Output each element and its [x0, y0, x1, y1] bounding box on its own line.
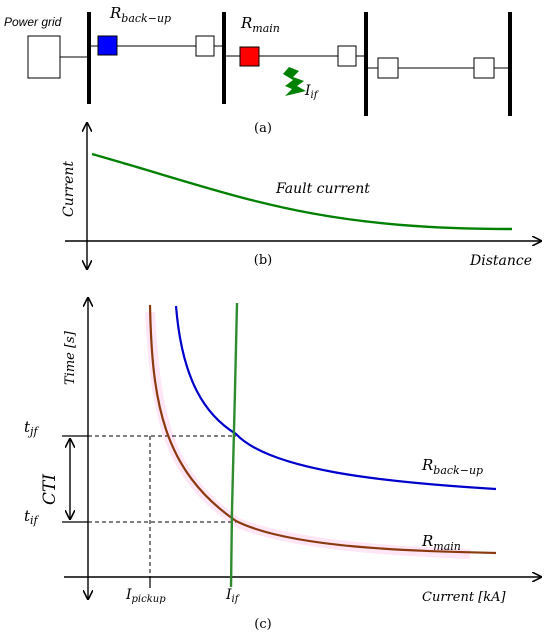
lightning-bolt-icon [283, 67, 306, 96]
t-if-label: tif [24, 507, 40, 527]
fault-current-label: Iif [304, 83, 320, 101]
busbar-1 [87, 12, 91, 104]
panel-c-caption: (c) [254, 617, 271, 632]
panel-c-x-label: Current [kA] [422, 590, 507, 605]
panel-c-y-label: Time [s] [63, 330, 78, 385]
main-curve-shade [145, 311, 471, 559]
breaker-box-3 [377, 57, 399, 79]
fault-current-curve [91, 152, 513, 231]
r-main-relay [239, 46, 260, 67]
power-grid-source-box [27, 35, 61, 79]
backup-relay-curve [174, 305, 497, 491]
panel-c-time-current-characteristics: Time [s] Current [kA] CTI tjf tif Ipicku… [24, 299, 540, 632]
i-pickup-label: Ipickup [125, 587, 166, 605]
panel-b-fault-current-vs-distance: Current Distance Fault current (b) [61, 124, 540, 269]
breaker-box-2 [337, 45, 357, 67]
r-main-label: Rmain [240, 14, 280, 35]
busbar-2 [222, 12, 226, 104]
panel-b-y-label: Current [61, 161, 77, 217]
backup-curve-label: Rback−up [421, 456, 483, 477]
panel-a-single-line-diagram: Power grid Rback−up Rmain Iif (a) [4, 4, 512, 136]
r-backup-relay [97, 35, 118, 56]
cti-label: CTI [40, 474, 60, 505]
busbar-4 [508, 12, 512, 116]
panel-b-x-label: Distance [469, 253, 532, 269]
fault-current-line [229, 302, 239, 588]
breaker-box-1 [195, 35, 215, 57]
r-backup-label: Rback−up [109, 4, 171, 25]
main-relay-curve [148, 304, 497, 555]
t-jf-label: tjf [24, 418, 39, 438]
panel-b-caption: (b) [254, 253, 272, 268]
breaker-box-4 [473, 57, 495, 79]
power-grid-label: Power grid [4, 15, 62, 29]
busbar-3 [364, 12, 368, 116]
i-if-label: Iif [225, 587, 241, 605]
main-curve-label: Rmain [421, 532, 461, 553]
panel-a-caption: (a) [254, 121, 272, 136]
fault-current-curve-label: Fault current [275, 181, 370, 197]
